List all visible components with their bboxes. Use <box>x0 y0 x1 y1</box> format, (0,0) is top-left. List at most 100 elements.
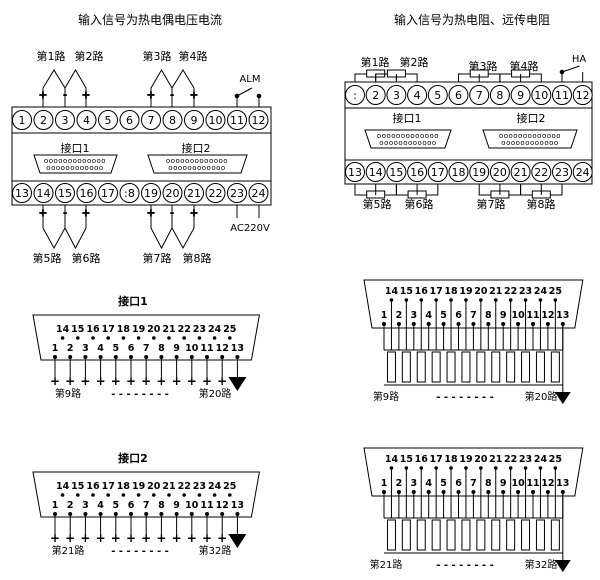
rtd-alarm-label: HA <box>572 54 587 65</box>
rtd-resistor <box>491 519 501 551</box>
dsub-bottom-pin-label: 1 <box>52 500 59 511</box>
dsub-top-pin <box>228 493 232 497</box>
dsub-top-pin <box>182 336 186 340</box>
dsub-bottom-pin-label: 7 <box>143 500 150 511</box>
polarity-sign: + <box>96 531 106 545</box>
dsub-bottom-pin-label: 7 <box>143 343 150 354</box>
dsub-bottom-pin-label: 2 <box>67 343 74 354</box>
channel-end-label: 第20路 <box>199 387 232 400</box>
thermocouple-wire <box>150 69 173 100</box>
dsub-bottom-pin-label: 4 <box>97 500 104 511</box>
dsub-top-pin-label: 18 <box>444 286 458 297</box>
dsub-bottom-pin-label: 13 <box>231 343 244 354</box>
dsub-bottom-pin-label: 4 <box>97 343 104 354</box>
channel-dots: - - - - - - - - <box>436 392 494 403</box>
terminal-circle <box>552 85 572 105</box>
dsub-top-pin <box>136 493 141 497</box>
terminal-label: 7 <box>148 114 155 127</box>
polarity-sign: + <box>190 208 198 219</box>
dsub-bottom-pin-label: 13 <box>556 478 569 489</box>
dsub-bottom-pin-label: 4 <box>425 478 432 489</box>
dsub-top-pin <box>167 336 171 340</box>
dsub-top-pin-label: 18 <box>117 481 131 492</box>
thermocouple-wire <box>150 218 173 250</box>
polarity-sign: + <box>141 531 151 545</box>
terminal-circle <box>141 183 161 203</box>
alarm-contact <box>559 69 565 75</box>
dsub-bottom-pin-label: 10 <box>185 343 199 354</box>
terminal-label: 10 <box>534 89 548 102</box>
rtd-resistor <box>535 351 545 383</box>
polarity-sign: + <box>187 531 197 545</box>
rtd-resistor <box>521 519 531 551</box>
terminal-circle <box>205 110 226 130</box>
tc-group-label-3: 第3路 <box>143 49 172 63</box>
terminal-circle <box>162 183 183 203</box>
dsub-bottom-pin-label: 11 <box>200 500 213 511</box>
dsub-top-pin-label: 16 <box>86 481 100 492</box>
rtd-groups-bottom: 第5路 第6路 第7路 第8路 <box>363 197 556 211</box>
terminal-circle <box>531 162 552 182</box>
tc-groups-bottom: 第5路 第6路 第7路 第8路 AC220V <box>33 223 270 265</box>
dsub-bottom-pin-label: 5 <box>440 478 447 489</box>
dsub-top-pin-label: 24 <box>534 454 548 465</box>
terminal-label: 4 <box>414 89 421 102</box>
dsub-top-pin-label: 16 <box>415 454 429 465</box>
terminal-label: 20 <box>493 166 507 179</box>
rtd-resistor <box>506 351 516 383</box>
terminal-label: 4 <box>83 114 90 127</box>
polarity-sign: + <box>141 374 151 388</box>
rtd-top-wires <box>354 65 584 86</box>
dsub-top-pin <box>76 493 80 497</box>
terminal-label: 19 <box>472 166 486 179</box>
alarm-contact <box>234 93 240 99</box>
terminal-label: :8 <box>124 187 135 200</box>
alarm-switch <box>561 65 580 73</box>
channel-end-label: 第32路 <box>199 544 232 557</box>
thermocouple-wire <box>64 69 87 100</box>
connector1-title: 接口1 <box>118 294 148 308</box>
dsub-bottom-pin-label: 2 <box>67 500 74 511</box>
terminal-label: 20 <box>166 187 180 200</box>
polarity-sign: + <box>147 90 155 101</box>
dsub-top-pin-label: 25 <box>549 454 562 465</box>
polarity-sign: - <box>170 208 174 219</box>
tc-bottom-wires: +-++-+ <box>38 205 260 250</box>
terminal-label: 3 <box>62 114 69 127</box>
dsub-bottom-pin-label: 12 <box>541 310 554 321</box>
terminal-label: 3 <box>393 89 400 102</box>
dsub-bottom-pin-label: 7 <box>470 310 477 321</box>
svg-text:ooooooooooooo: ooooooooooooo <box>166 157 228 165</box>
rtd-group-label-6: 第6路 <box>405 197 434 211</box>
dsub-bottom-pin-label: 1 <box>381 478 388 489</box>
dsub-bottom-pin-label: 3 <box>82 343 89 354</box>
terminal-label: 23 <box>555 166 569 179</box>
terminal-circle <box>448 162 469 182</box>
rtd-resistor <box>550 519 560 551</box>
dsub-top-pin-label: 14 <box>385 454 399 465</box>
terminal-label: 15 <box>389 166 403 179</box>
rtd-resistor <box>461 519 471 551</box>
terminal-circle <box>427 162 448 182</box>
terminal-circle <box>184 110 204 130</box>
svg-text:oooooooooooo: oooooooooooo <box>501 139 558 147</box>
dsub-top-pin-label: 21 <box>162 324 175 335</box>
common-ground-arrow <box>554 392 571 404</box>
alarm-contact <box>256 93 262 99</box>
terminal-label: 11 <box>230 114 244 127</box>
polarity-sign: + <box>96 374 106 388</box>
dsub-top-pin <box>228 336 232 340</box>
thermocouple-wire <box>171 218 195 250</box>
terminal-label: 7 <box>476 89 483 102</box>
connector2-title: 接口2 <box>118 451 148 465</box>
dsub-bottom-pin-label: 12 <box>216 343 229 354</box>
polarity-sign: + <box>202 531 212 545</box>
rtd-interface1-label: 接口1 <box>393 112 422 125</box>
dsub-bottom-pin-label: 8 <box>485 478 492 489</box>
dsub-bottom-pin-label: 9 <box>500 478 507 489</box>
dsub-top-pin-label: 14 <box>56 324 70 335</box>
dsub-top-pin-label: 16 <box>86 324 100 335</box>
